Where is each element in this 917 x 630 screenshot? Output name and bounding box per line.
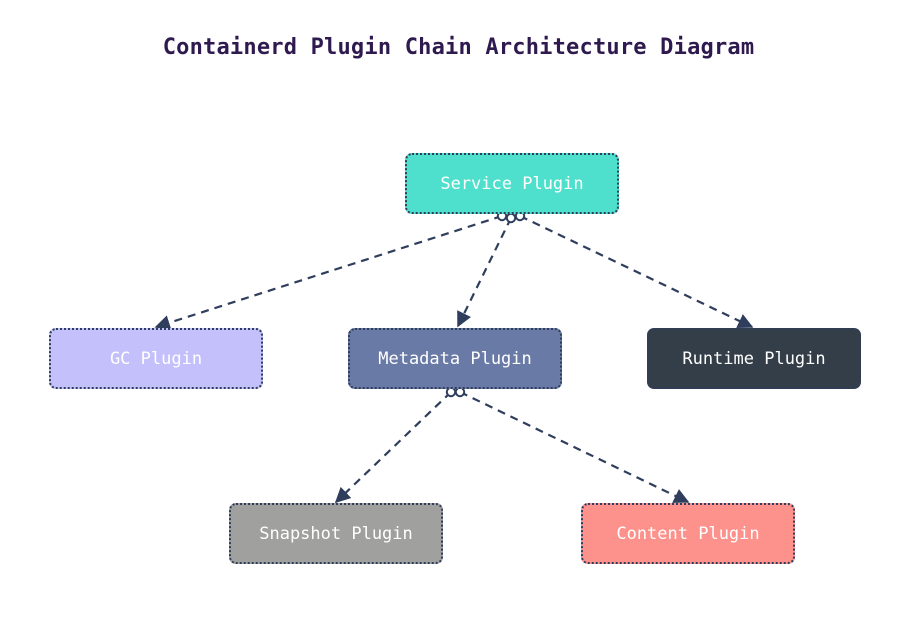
node-label: Metadata Plugin <box>378 348 532 369</box>
edge-service-to-runtime <box>519 215 754 328</box>
node-metadata-plugin[interactable]: Metadata Plugin <box>348 328 562 389</box>
node-runtime-plugin[interactable]: Runtime Plugin <box>647 328 861 389</box>
edge-tail-circle <box>454 386 466 398</box>
node-snapshot-plugin[interactable]: Snapshot Plugin <box>229 503 443 564</box>
node-label: Snapshot Plugin <box>259 523 413 544</box>
node-gc-plugin[interactable]: GC Plugin <box>49 328 263 389</box>
node-label: Runtime Plugin <box>682 348 826 369</box>
edge-service-to-gc <box>154 214 503 331</box>
edge-tail-circle <box>445 386 457 398</box>
node-content-plugin[interactable]: Content Plugin <box>581 503 795 564</box>
node-service-plugin[interactable]: Service Plugin <box>405 153 619 214</box>
edge-metadata-to-snapshot <box>334 391 452 504</box>
edge-tail-circle <box>505 212 517 224</box>
node-label: Service Plugin <box>440 173 584 194</box>
diagram-title: Containerd Plugin Chain Architecture Dia… <box>162 35 755 60</box>
node-label: GC Plugin <box>109 348 203 369</box>
edge-service-to-metadata <box>457 217 512 328</box>
edge-metadata-to-content <box>459 391 690 503</box>
node-label: Content Plugin <box>616 523 760 544</box>
